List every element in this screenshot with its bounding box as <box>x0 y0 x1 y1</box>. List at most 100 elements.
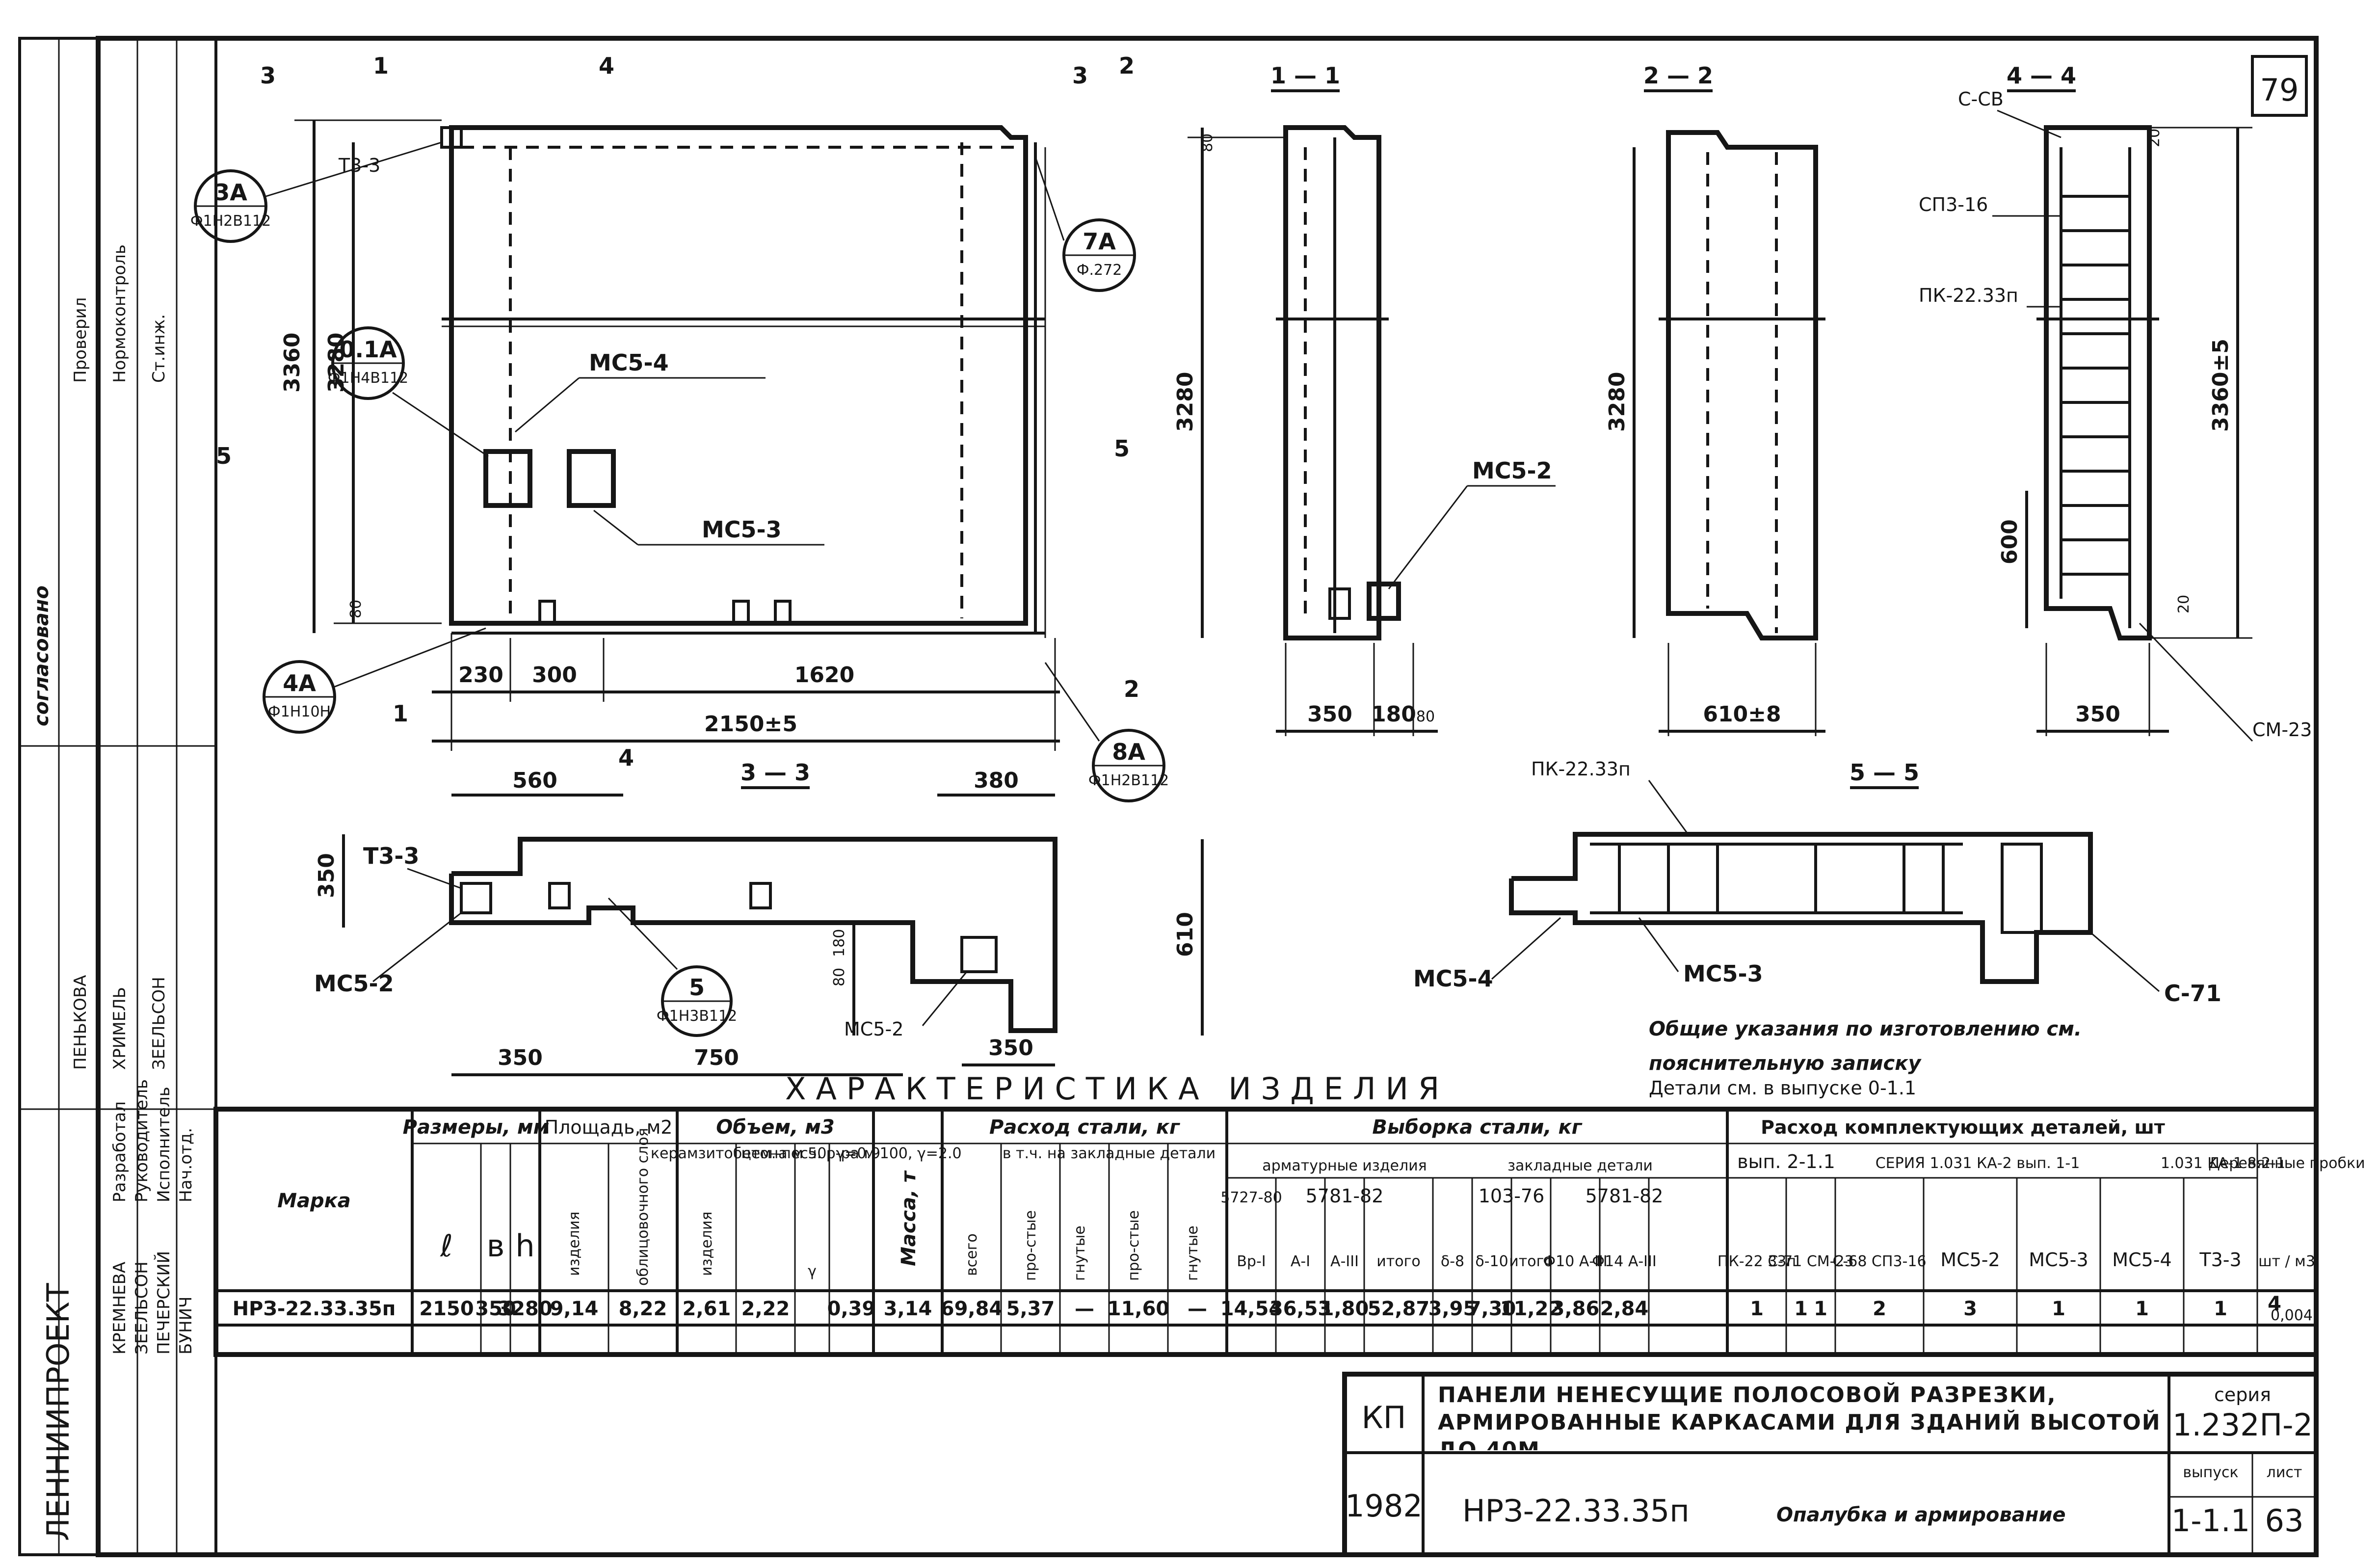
tb-year: 1982 <box>1345 1488 1423 1524</box>
cut-mark-4: 4 <box>599 53 614 79</box>
stamp-name-6: ПЕЧЕРСКИЙ <box>154 1251 174 1355</box>
hdr-steel: Расход стали, кг <box>989 1116 1180 1139</box>
tb-series-label: серия <box>2214 1384 2271 1406</box>
section-5-5-title: 5 — 5 <box>1850 759 1919 786</box>
cut-mark-4b: 4 <box>618 744 634 771</box>
label-mc5-3-sec55: МС5-3 <box>1683 960 1763 987</box>
hdr-parts: Расход комплектующих деталей, шт <box>1761 1116 2165 1138</box>
cell-mass: 3,14 <box>884 1298 932 1320</box>
stamp-role-7: Нач.отд. <box>176 1128 196 1202</box>
stamp-name-2: ХРИМЕЛЬ <box>110 987 130 1070</box>
svg-text:7А: 7А <box>1083 228 1116 255</box>
cell-s-vr1: 14,54 <box>1220 1298 1283 1320</box>
label-mc5-3-front: МС5-3 <box>702 516 782 543</box>
tb-kp: КП <box>1362 1400 1406 1435</box>
front-view: 3360 3280 80 230 300 1620 2150±5 3 1 4 3… <box>190 53 1169 802</box>
cut-mark-3: 3 <box>260 62 276 89</box>
stamp-name-5: ЗЕЕЛЬСОН <box>132 1261 152 1355</box>
hdr-part-mc53: МС5-3 <box>2029 1249 2088 1271</box>
note-line-3: Детали см. в выпуске 0-1.1 <box>1649 1077 1916 1099</box>
sec33-dim-560: 560 <box>512 768 557 793</box>
cell-s-a3: 1,80 <box>1321 1298 1369 1320</box>
sec33-dim-610: 610 <box>1173 912 1198 957</box>
note-line-1: Общие указания по изготовлению см. <box>1649 1018 2082 1040</box>
section-2-2: 2 — 2 3280 610±8 МС5-2 <box>1388 62 1825 736</box>
hdr-mass: Масса, т <box>898 1170 920 1266</box>
hdr-part-t3: Т3-3 <box>2199 1249 2241 1271</box>
cell-p-wood: 4 <box>2268 1293 2281 1315</box>
hdr-vol-g: γ <box>808 1263 817 1280</box>
stamp-role-2: Нормоконтроль <box>110 244 130 383</box>
sec44-dim-width: 350 <box>2075 702 2120 727</box>
hdr-parts-wood: Деревянные пробки <box>2208 1155 2365 1172</box>
cell-s-sum1: 52,87 <box>1368 1298 1430 1320</box>
hdr-part-mc52: МС5-2 <box>1940 1249 2000 1271</box>
svg-text:4А: 4А <box>283 670 316 696</box>
sec33-dim-180: 180 <box>831 929 848 957</box>
cell-vol-prod: 2,61 <box>683 1298 731 1320</box>
label-mc5-2-sec33a: МС5-2 <box>314 970 394 997</box>
cell-p-mc53: 1 <box>2052 1298 2065 1320</box>
label-mc5-4-sec55: МС5-4 <box>1413 965 1493 992</box>
hdr-vol-mortar: цем.-песч. р-ра м 100, γ=2.0 <box>741 1145 961 1162</box>
sec33-dim-350v: 350 <box>314 853 339 898</box>
hdr-dim-l: ℓ <box>440 1228 453 1264</box>
hdr-sample-embedded: закладные детали <box>1507 1157 1653 1174</box>
sec11-dim-2: 180 <box>1371 702 1416 727</box>
cell-steel-b: — <box>1075 1298 1094 1320</box>
cut-mark-5: 5 <box>216 443 232 469</box>
cell-p-c68: 2 <box>1873 1298 1886 1320</box>
sec11-dim-height: 3280 <box>1173 372 1198 432</box>
tb-description: Панели ненесущие полосовой разрезки, арм… <box>1438 1382 2161 1450</box>
hdr-volume: Объем, м3 <box>716 1116 834 1139</box>
cell-steel-d: — <box>1188 1298 1207 1320</box>
cut-mark-1: 1 <box>373 53 389 79</box>
label-pk-22-33p-sec55: ПК-22.33п <box>1531 758 1631 780</box>
stamp-name-4: КРЕМНЕВА <box>110 1262 130 1355</box>
hdr-s-d8: δ-8 <box>1441 1253 1464 1270</box>
sec44-dim-600: 600 <box>1997 519 2022 564</box>
front-dim-bottom: 80 <box>347 600 365 618</box>
cell-h: 3280 <box>498 1298 552 1320</box>
label-t3-sec33: Т3-3 <box>363 843 419 869</box>
sec44-dim-height: 3360±5 <box>2208 339 2233 432</box>
hdr-area: Площадь, м2 <box>545 1116 673 1138</box>
label-sp3-16: СП3-16 <box>1919 194 1988 215</box>
section-4-4: 4 — 4 3360±5 20 600 20 350 С-СВ СП3-16 <box>1919 62 2312 742</box>
characteristics-table: ХАРАКТЕРИСТИКА ИЗДЕЛИЯ <box>213 1071 2365 1357</box>
stamp-role-5: Руководитель <box>132 1079 152 1202</box>
section-4-4-title: 4 — 4 <box>2007 62 2076 89</box>
hdr-steel-c: про-стые <box>1125 1210 1142 1281</box>
stamp-role-1: Проверил <box>71 297 90 383</box>
svg-text:0.1А: 0.1А <box>339 336 396 363</box>
front-dim-1: 230 <box>458 663 503 688</box>
hdr-sample: Выборка стали, кг <box>1372 1116 1582 1139</box>
hdr-vol-prod: изделия <box>698 1212 715 1276</box>
section-5-5: 5 — 5 ПК-22.33п МС5-4 МС5-3 С-71 <box>1413 758 2221 1007</box>
hdr-s-sum1: итого <box>1376 1253 1420 1270</box>
sec33-dim-380: 380 <box>974 768 1019 793</box>
hdr-sample-rebar: арматурные изделия <box>1262 1157 1427 1174</box>
hdr-sample-gost2: 5781-82 <box>1306 1185 1384 1207</box>
hdr-area-prod: изделия <box>566 1212 583 1276</box>
sheet-frame <box>96 36 2319 1557</box>
hdr-dim-h: h <box>515 1228 534 1264</box>
hdr-steel-total: всего <box>963 1233 980 1276</box>
sec22-dim-height: 3280 <box>1605 372 1630 432</box>
label-t3-front: Т3-3 <box>338 155 380 176</box>
hdr-parts-ka1: 1.031 КА-1 8.2-1 <box>2161 1155 2285 1172</box>
cell-vol-mortar: 0,39 <box>827 1298 876 1320</box>
cell-s-sum2: 11,22 <box>1500 1298 1562 1320</box>
cell-b: 350 <box>475 1298 516 1320</box>
hdr-steel-a: про-стые <box>1022 1210 1039 1281</box>
hdr-mark: Марка <box>277 1190 351 1212</box>
svg-text:Ф1Н3В112: Ф1Н3В112 <box>657 1008 737 1025</box>
cell-p-t3: 1 <box>2214 1298 2227 1320</box>
section-3-3-title: 3 — 3 <box>740 759 810 786</box>
hdr-part-pk: ПК-22 33п <box>1718 1253 1796 1270</box>
hdr-s-d10: δ-10 <box>1475 1253 1508 1270</box>
cell-l: 2150 <box>419 1298 474 1320</box>
tb-sheet: 63 <box>2265 1503 2304 1539</box>
